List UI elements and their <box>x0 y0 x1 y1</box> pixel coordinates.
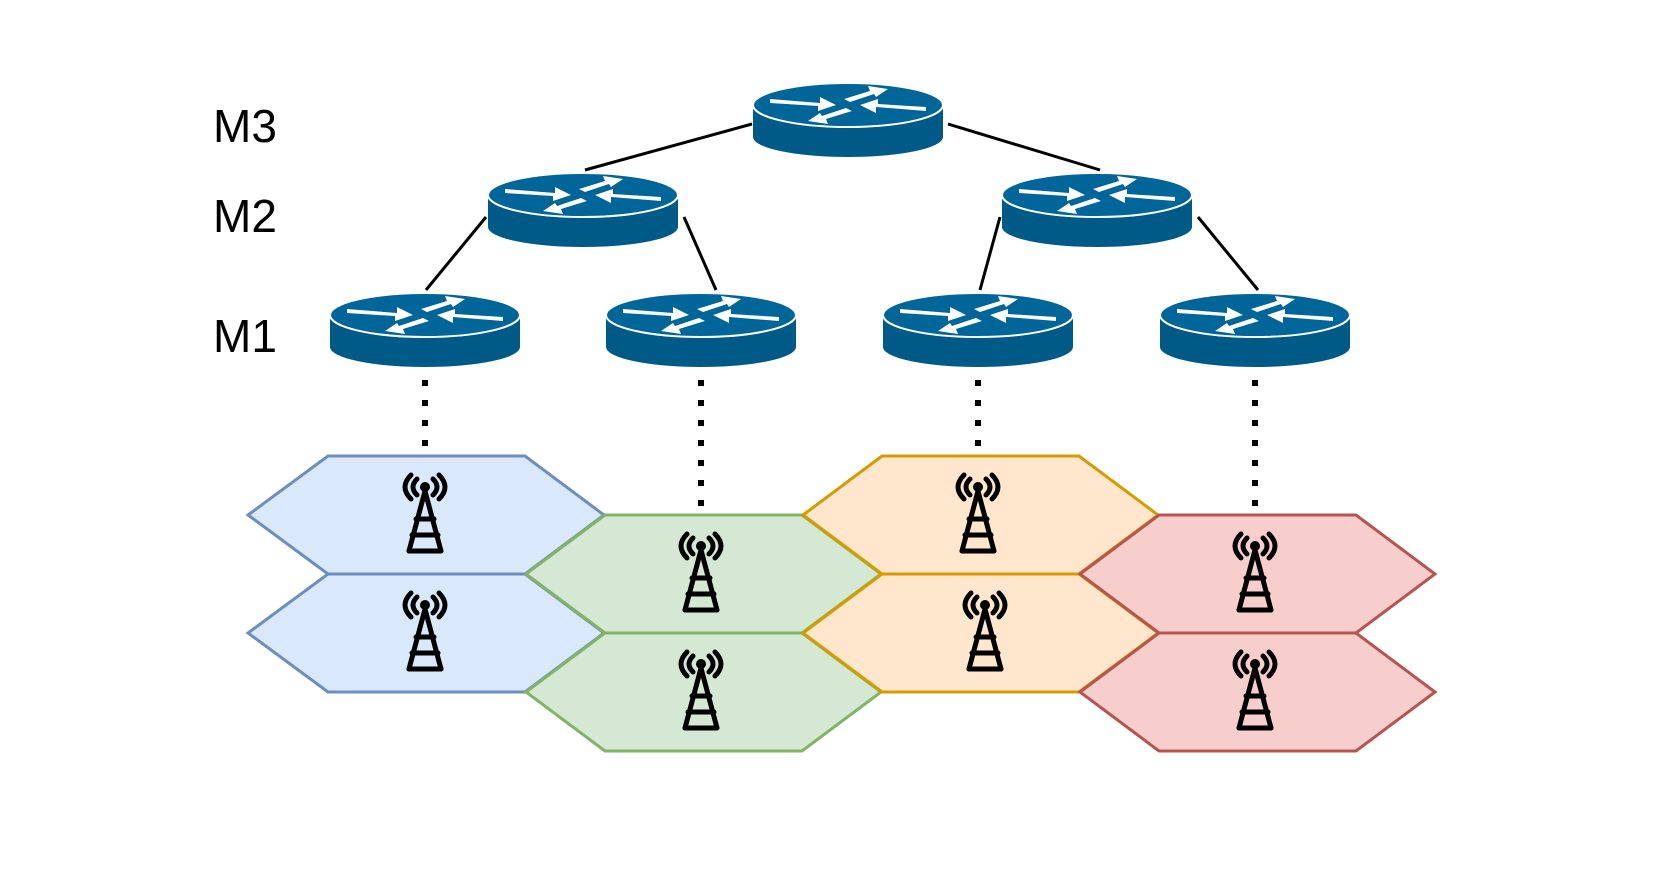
level-label-m3: M3 <box>213 100 277 152</box>
router-links <box>424 122 1260 291</box>
router-icon <box>1159 292 1351 368</box>
level-label-m1: M1 <box>213 310 277 362</box>
access-links <box>422 380 1258 514</box>
router-icon <box>487 172 679 248</box>
router-icon <box>605 292 797 368</box>
link-m2-m1-1 <box>424 216 488 291</box>
level-label-m2: M2 <box>213 190 277 242</box>
cell-red-bottom <box>1077 631 1438 753</box>
link-m2-m1-4 <box>1196 216 1260 291</box>
link-m2-m1-2 <box>682 216 718 291</box>
router-icon <box>329 292 521 368</box>
link-m3-m2-right <box>947 122 1101 172</box>
cell-red-top <box>1077 513 1438 635</box>
router-icon <box>752 82 944 158</box>
link-m3-m2-left <box>584 122 753 172</box>
router-icon <box>1001 172 1193 248</box>
router-icon <box>882 292 1074 368</box>
link-m2-m1-3 <box>978 216 1002 291</box>
